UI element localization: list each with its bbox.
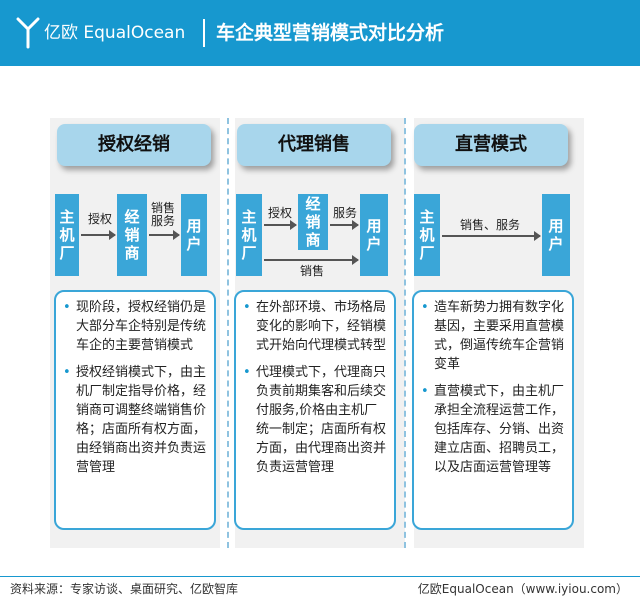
flow-label-sales: 销售 — [300, 264, 325, 278]
node-dealer: 经销商 — [117, 194, 147, 276]
flow-label-service: 服务 — [333, 206, 358, 220]
bullet-item: 现阶段，授权经销仍是大部分车企特别是传统车企的主要营销模式 — [62, 298, 208, 355]
header-bar: 亿欧 EqualOcean 车企典型营销模式对比分析 — [0, 0, 640, 66]
header-divider — [203, 19, 205, 47]
bullet-item: 代理模式下，代理商只负责前期集客和后续交付服务,价格由主机厂统一制定；店面所有权… — [242, 363, 388, 477]
flow-label-authorize: 授权 — [268, 206, 293, 220]
equalocean-logo-icon — [16, 17, 40, 49]
arrow-agent-to-user — [330, 220, 359, 230]
bullet-item: 直营模式下，由主机厂承担全流程运营工作，包括库存、分销、出资建立店面、招聘员工，… — [420, 382, 566, 477]
source-note: 资料来源：专家访谈、桌面研究、亿欧智库 — [10, 582, 239, 596]
flow-label-sales-service: 销售服务 — [150, 201, 175, 228]
footer-divider — [0, 576, 640, 577]
node-oem: 主机厂 — [236, 194, 262, 276]
column-title-authorized: 授权经销 — [57, 124, 211, 166]
arrow-oem-to-user-sales — [264, 255, 359, 265]
arrow-oem-to-user — [442, 231, 541, 241]
node-user: 用户 — [360, 194, 388, 276]
bullet-item: 造车新势力拥有数字化基因，主要采用直营模式，倒逼传统车企营销变革 — [420, 298, 566, 374]
brand-name: 亿欧 EqualOcean — [44, 23, 186, 43]
flow-label-sales-service: 销售、服务 — [460, 218, 521, 232]
column-title-agency: 代理销售 — [237, 124, 391, 166]
column-separator-1 — [227, 118, 229, 548]
node-agent: 经销商 — [298, 194, 328, 250]
node-user: 用户 — [542, 194, 570, 276]
column-separator-2 — [404, 118, 406, 548]
footer-credit: 亿欧EqualOcean（www.iyiou.com） — [417, 582, 628, 596]
node-oem: 主机厂 — [55, 194, 79, 276]
page-title: 车企典型营销模式对比分析 — [216, 22, 445, 44]
node-oem: 主机厂 — [414, 194, 440, 276]
description-box-authorized: 现阶段，授权经销仍是大部分车企特别是传统车企的主要营销模式 授权经销模式下，由主… — [54, 290, 216, 530]
description-box-direct: 造车新势力拥有数字化基因，主要采用直营模式，倒逼传统车企营销变革 直营模式下，由… — [412, 290, 574, 530]
arrow-oem-to-agent — [264, 220, 297, 230]
node-user: 用户 — [181, 194, 207, 276]
flow-label-authorize: 授权 — [88, 212, 113, 226]
bullet-item: 授权经销模式下，由主机厂制定指导价格，经销商可调整终端销售价格；店面所有权方面，… — [62, 363, 208, 477]
description-box-agency: 在外部环境、市场格局变化的影响下，经销模式开始向代理模式转型 代理模式下，代理商… — [234, 290, 396, 530]
arrow-oem-to-dealer — [81, 230, 116, 240]
arrow-dealer-to-user — [149, 230, 180, 240]
bullet-item: 在外部环境、市场格局变化的影响下，经销模式开始向代理模式转型 — [242, 298, 388, 355]
column-title-direct: 直营模式 — [414, 124, 568, 166]
